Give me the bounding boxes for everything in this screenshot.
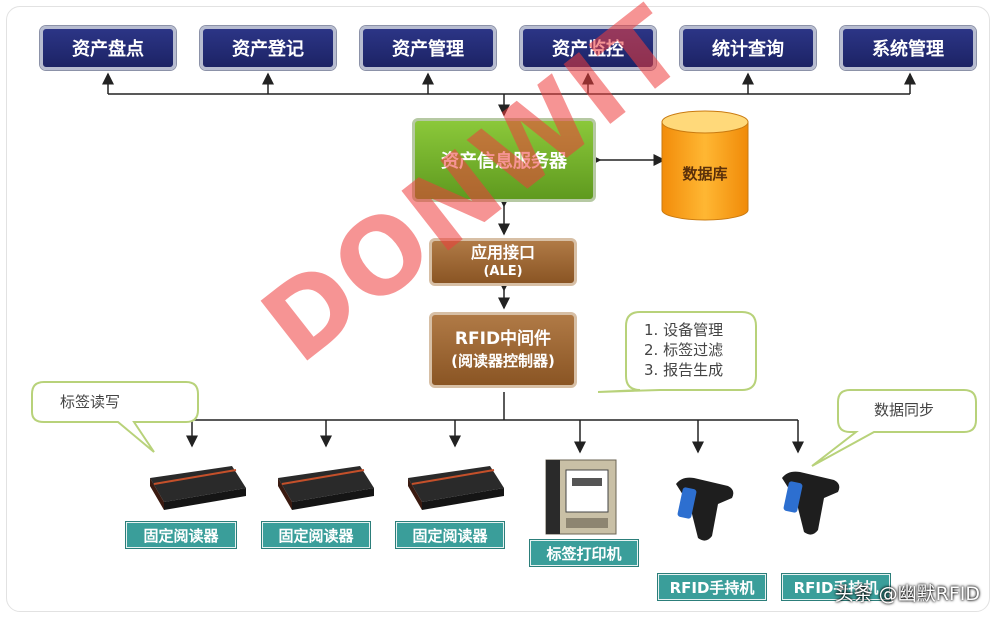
function-report-generation: 3. 报告生成: [644, 361, 724, 379]
server-label: 资产信息服务器: [441, 151, 567, 172]
ale-interface: 应用接口 (ALE): [429, 238, 577, 286]
device-label-handheld-1: RFID手持机: [658, 574, 766, 600]
ale-subtitle: (ALE): [483, 264, 523, 279]
device-label-fixed-reader-3: 固定阅读器: [396, 522, 504, 548]
module-system-management: 系统管理: [840, 26, 976, 70]
middleware-subtitle: (阅读器控制器): [451, 352, 555, 370]
rfid-middleware: RFID中间件 (阅读器控制器): [429, 312, 577, 388]
function-tag-filtering: 2. 标签过滤: [644, 341, 724, 359]
function-device-management: 1. 设备管理: [644, 321, 724, 339]
fixed-reader-icon: [150, 466, 246, 510]
device-label-handheld-2: RFID手持机: [782, 574, 890, 600]
device-label-fixed-reader-1: 固定阅读器: [126, 522, 236, 548]
ale-title: 应用接口: [470, 243, 535, 262]
fixed-reader-icon: [278, 466, 374, 510]
module-asset-monitoring: 资产监控: [520, 26, 656, 70]
label-printer-icon: [545, 459, 617, 535]
database-label: 数据库: [682, 165, 728, 183]
middleware-title: RFID中间件: [454, 329, 552, 349]
device-label-fixed-reader-2: 固定阅读器: [262, 522, 370, 548]
data-sync-text: 数据同步: [874, 401, 935, 419]
module-asset-inventory: 资产盘点: [40, 26, 176, 70]
data-sync-callout: [811, 389, 977, 467]
module-asset-registration: 资产登记: [200, 26, 336, 70]
handheld-icon: [782, 471, 840, 535]
asset-info-server: 资产信息服务器: [412, 118, 596, 202]
tag-rw-text: 标签读写: [60, 393, 121, 411]
module-asset-management: 资产管理: [360, 26, 496, 70]
credit-text: 头条 @幽默RFID: [834, 583, 980, 605]
functions-callout: [597, 311, 757, 393]
tag-rw-callout: [31, 381, 199, 453]
page-frame: [6, 6, 990, 612]
fixed-reader-icon: [408, 466, 504, 510]
device-label-label-printer: 标签打印机: [530, 540, 638, 566]
module-statistics-query: 统计查询: [680, 26, 816, 70]
handheld-icon: [676, 477, 734, 541]
functions-list: 1. 设备管理 2. 标签过滤 3. 报告生成: [644, 320, 723, 380]
database-cylinder-icon: [661, 110, 749, 221]
